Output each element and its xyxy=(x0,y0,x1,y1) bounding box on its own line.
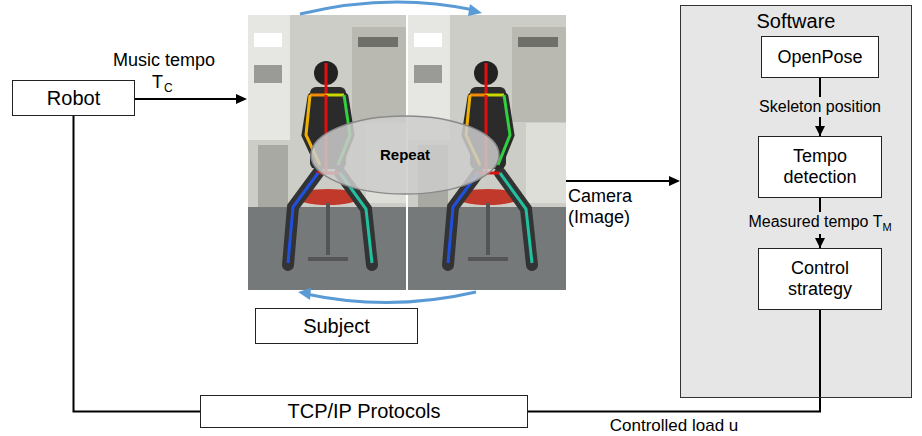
node-text: OpenPose xyxy=(777,47,862,68)
edge-label: Measured tempo TM xyxy=(745,212,894,235)
signal-label: Camera (Image) xyxy=(568,186,648,227)
node-text: Repeat xyxy=(380,146,430,163)
panel-fill xyxy=(680,5,912,398)
connector xyxy=(528,310,820,412)
signal-label: T xyxy=(152,72,163,93)
subscript: C xyxy=(164,82,173,96)
process-box: OpenPose xyxy=(761,36,879,78)
software-panel: SoftwareOpenPoseTempo detectionControl s… xyxy=(680,5,912,398)
edge-label: Controlled load u xyxy=(607,415,742,436)
robot-box: Robot xyxy=(12,80,135,116)
edge-label: Skeleton position xyxy=(756,97,884,117)
process-box: Control strategy xyxy=(758,248,882,310)
connector xyxy=(74,116,201,412)
node-text: TCP/IP Protocols xyxy=(287,400,440,423)
edge-label-text: Measured tempo T xyxy=(748,213,882,230)
node-text: Subject xyxy=(303,315,370,338)
subscript: M xyxy=(882,221,891,233)
edge-label-text: Controlled load u xyxy=(610,416,739,435)
panel-heading: Software xyxy=(757,10,836,33)
subject-box: Subject xyxy=(255,308,418,344)
node-text: Control strategy xyxy=(765,258,875,299)
signal-label: Music tempo xyxy=(113,50,215,71)
node-text: Tempo detection xyxy=(765,146,875,187)
process-box: Tempo detection xyxy=(758,136,882,198)
ellipse-shape xyxy=(311,116,499,194)
protocol-box: TCP/IP Protocols xyxy=(200,395,528,428)
node-text: Robot xyxy=(47,87,100,110)
edge-label-text: Skeleton position xyxy=(759,98,881,115)
repeat-ellipse: Repeat xyxy=(310,115,500,195)
